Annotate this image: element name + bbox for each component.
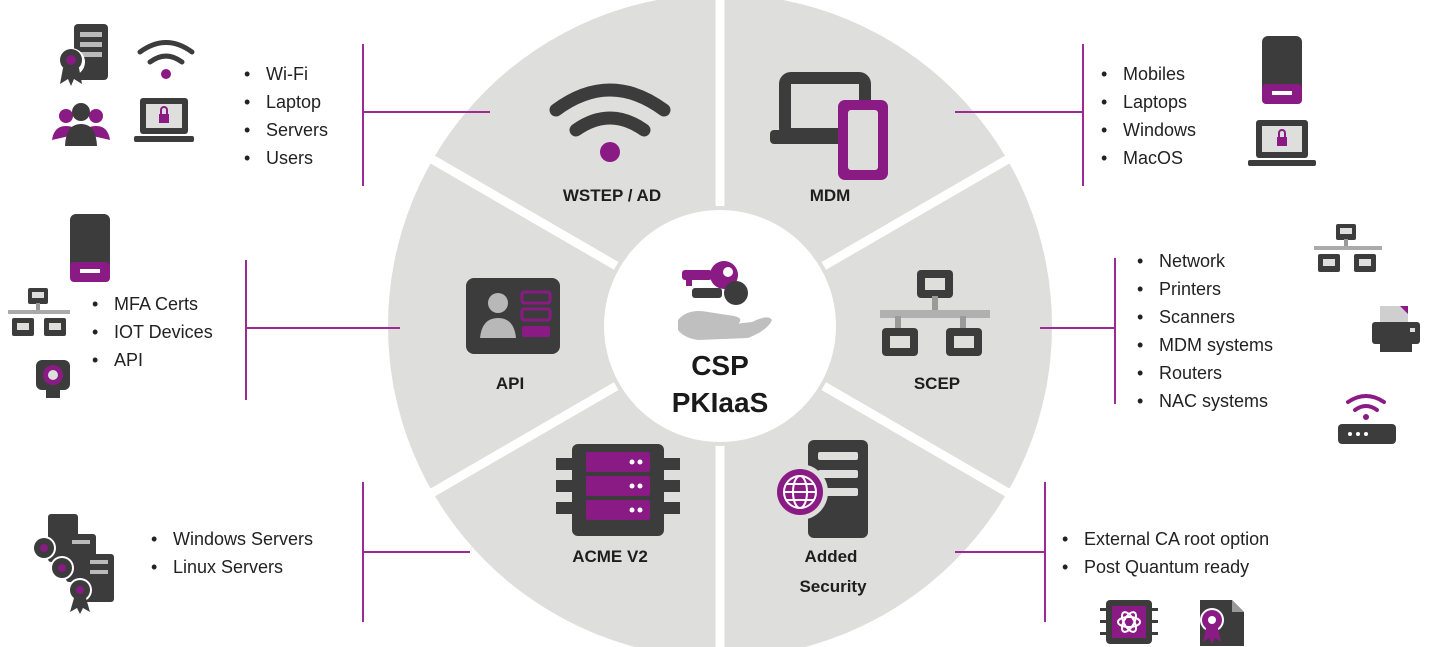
laptop-lock-icon [134, 98, 194, 142]
certificate-servers-icon [32, 514, 114, 614]
list-acme: Windows Servers Linux Servers [147, 525, 313, 581]
connectors [245, 44, 1116, 622]
wifi-icon [549, 83, 671, 162]
devices-icon [770, 72, 888, 180]
segment-mdm: MDM [770, 72, 888, 205]
segment-label-wstep: WSTEP / AD [563, 186, 661, 205]
list-security: External CA root option Post Quantum rea… [1058, 525, 1269, 581]
list-item: MacOS [1097, 144, 1196, 172]
segment-label-acme: ACME V2 [572, 547, 648, 566]
certificate-server-icon [57, 24, 108, 86]
list-item: Routers [1133, 359, 1273, 387]
server-stack-icon [556, 444, 680, 536]
list-item: NAC systems [1133, 387, 1273, 415]
quantum-chip-icon [1100, 600, 1158, 644]
router-icon [1338, 394, 1396, 444]
list-item: Windows Servers [147, 525, 313, 553]
segment-label-security-1: Added [805, 547, 858, 566]
printer-icon [1372, 306, 1420, 352]
wifi-small-icon [137, 40, 195, 79]
users-icon [52, 103, 110, 146]
segment-label-scep: SCEP [914, 374, 960, 393]
mobile-phone-icon [1262, 36, 1302, 104]
network-small-icon-right [1314, 224, 1382, 272]
list-wstep: Wi-Fi Laptop Servers Users [240, 60, 328, 172]
list-mdm: Mobiles Laptops Windows MacOS [1097, 60, 1196, 172]
segment-security: Added Security [772, 440, 868, 596]
segment-label-mdm: MDM [810, 186, 851, 205]
segment-scep: SCEP [880, 270, 990, 393]
list-item: Wi-Fi [240, 60, 328, 88]
mobile-phone-icon-left [70, 214, 110, 282]
list-item: External CA root option [1058, 525, 1269, 553]
list-item: MFA Certs [88, 290, 213, 318]
hub-key-icon [678, 261, 772, 340]
segment-wstep: WSTEP / AD [549, 83, 671, 205]
list-item: Post Quantum ready [1058, 553, 1269, 581]
list-item: Servers [240, 116, 328, 144]
segment-acme: ACME V2 [556, 444, 680, 566]
list-api: MFA Certs IOT Devices API [88, 290, 213, 374]
id-card-icon [466, 278, 560, 354]
globe-server-icon [772, 440, 868, 538]
list-item: Users [240, 144, 328, 172]
list-item: IOT Devices [88, 318, 213, 346]
list-item: Laptop [240, 88, 328, 116]
list-item: Mobiles [1097, 60, 1196, 88]
webcam-icon [36, 360, 70, 398]
list-item: Network [1133, 247, 1273, 275]
list-item: API [88, 346, 213, 374]
list-item: Laptops [1097, 88, 1196, 116]
list-item: Linux Servers [147, 553, 313, 581]
list-item: Scanners [1133, 303, 1273, 331]
network-small-icon [8, 288, 70, 336]
segment-label-security-2: Security [799, 577, 867, 596]
list-item: Windows [1097, 116, 1196, 144]
hub-title-line1: CSP [691, 350, 749, 381]
list-item: Printers [1133, 275, 1273, 303]
segment-label-api: API [496, 374, 524, 393]
laptop-lock-icon-right [1248, 120, 1316, 166]
certificate-document-icon [1200, 600, 1244, 646]
list-item: MDM systems [1133, 331, 1273, 359]
network-icon [880, 270, 990, 356]
list-scep: Network Printers Scanners MDM systems Ro… [1133, 247, 1273, 415]
hub-title-line2: PKIaaS [672, 387, 769, 418]
wheel-spokes [427, 0, 1013, 647]
segment-api: API [466, 278, 560, 393]
